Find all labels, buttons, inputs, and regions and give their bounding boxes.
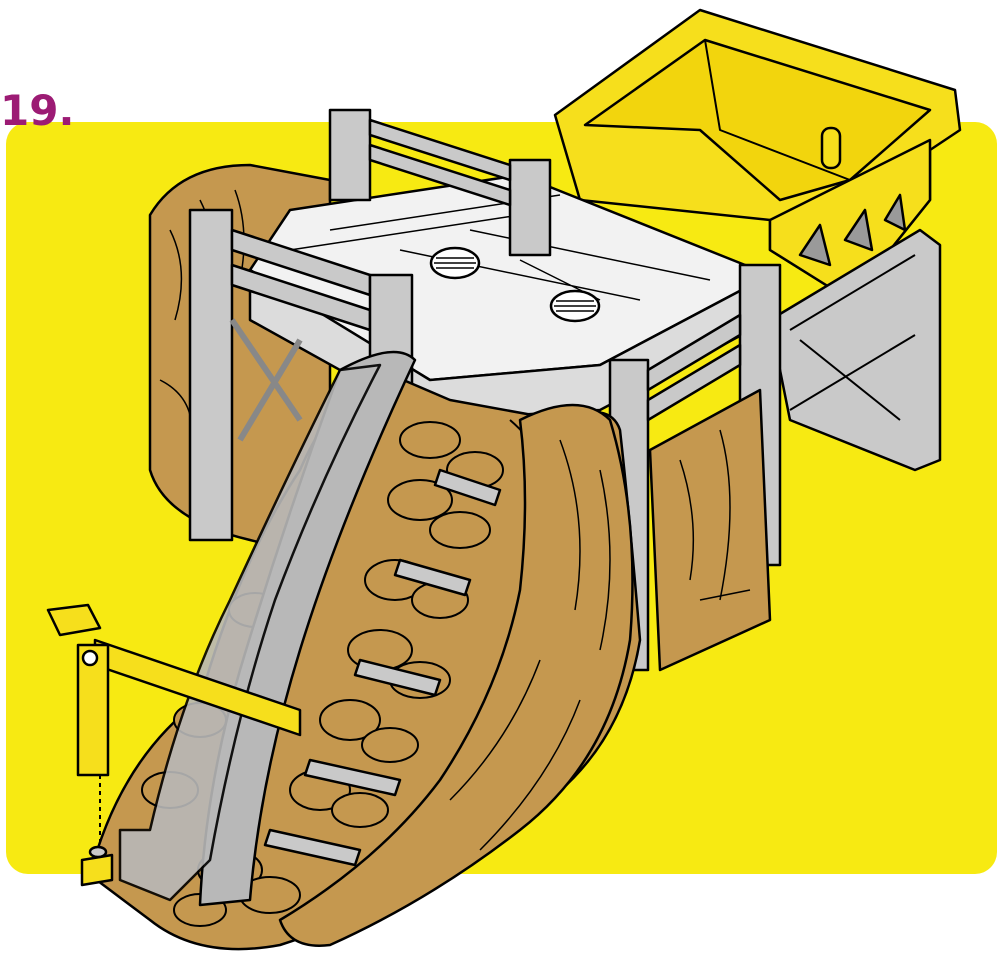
fence-back [328, 108, 552, 257]
yellow-hopper [553, 8, 962, 302]
barrier-gate [46, 603, 302, 777]
rock-face-front [278, 403, 634, 947]
rock-cliff-right [648, 388, 772, 672]
step-number: 19. [0, 86, 75, 135]
slide-rungs [263, 468, 502, 867]
drain-grate-icon [429, 246, 481, 280]
drain-grate-icon [549, 289, 601, 323]
gate-base [80, 853, 114, 887]
support-frame-right [768, 228, 942, 472]
